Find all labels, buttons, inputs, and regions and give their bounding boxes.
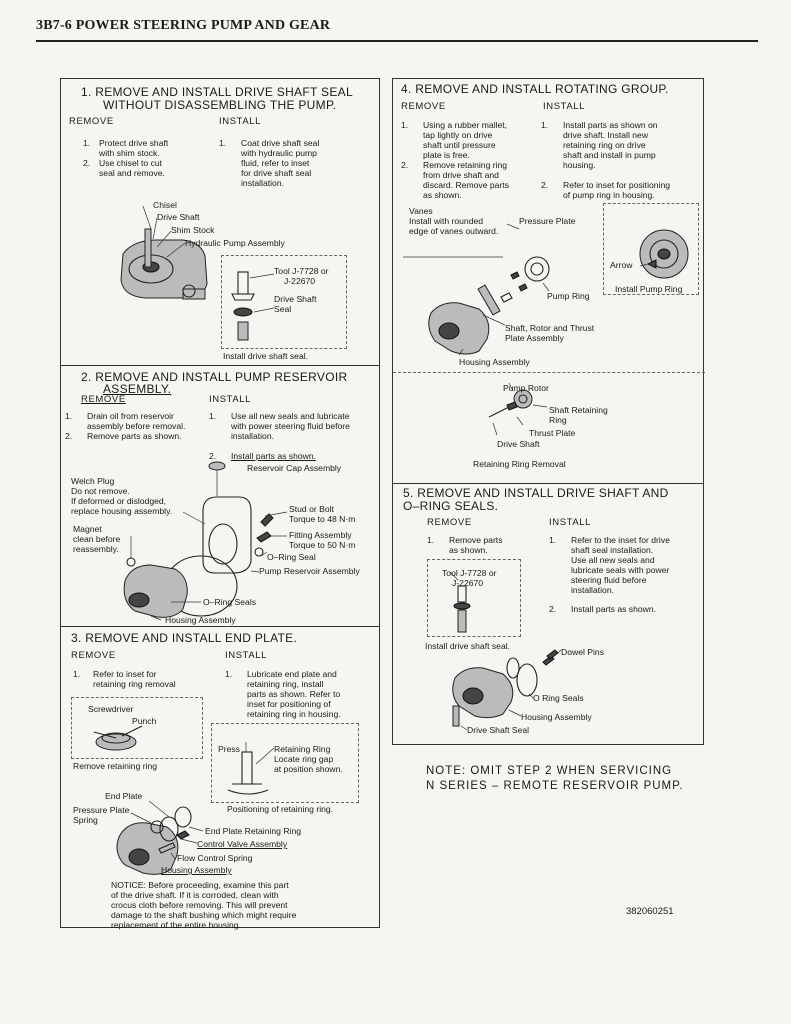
s2-reservoir-illustration [123, 461, 288, 621]
s1-inset-seal-label-2: Seal [274, 304, 292, 314]
s5-label-dowel-pins: Dowel Pins [561, 647, 604, 657]
s3-label-housing: Housing Assembly [161, 865, 232, 875]
s4-divider [393, 372, 705, 373]
header-rule [36, 40, 758, 42]
s3-label-press: Press [218, 744, 240, 754]
section-5-title-line2: O–RING SEALS. [403, 499, 499, 513]
s5-label-housing: Housing Assembly [521, 712, 592, 722]
s2-label-oring-seal: O–Ring Seal [267, 552, 316, 562]
s3-caption-positioning: Positioning of retaining ring. [227, 804, 334, 814]
s1-install-heading: INSTALL [219, 116, 262, 127]
s1-inset-tool-label: Tool J-7728 or [274, 266, 329, 276]
page-header: 3B7-6 POWER STEERING PUMP AND GEAR [36, 18, 331, 33]
section-4-panel: 4. REMOVE AND INSTALL ROTATING GROUP. RE… [392, 78, 705, 484]
s4-caption: Retaining Ring Removal [473, 459, 566, 469]
s1-remove-heading: REMOVE [69, 116, 114, 127]
s5-remove-heading: REMOVE [427, 517, 472, 528]
s3-label-end-plate: End Plate [105, 791, 143, 801]
s3-notice: NOTICE: Before proceeding, examine this … [111, 880, 297, 930]
s1-label-drive-shaft: Drive Shaft [157, 212, 200, 222]
s4-label-pump-ring: Pump Ring [547, 291, 590, 301]
s4-rotating-group-illustration [403, 223, 550, 436]
s3-label-flow-spring: Flow Control Spring [177, 853, 253, 863]
s5-inset-tool-label-2: J-22670 [452, 578, 484, 588]
s4-remove-heading: REMOVE [401, 101, 446, 112]
s3-install-heading: INSTALL [225, 650, 268, 661]
s2-label-housing: Housing Assembly [165, 615, 236, 625]
s4-caption-install-ring: Install Pump Ring [615, 284, 683, 294]
s5-install-heading: INSTALL [549, 517, 592, 528]
s3-positioning-icon [227, 742, 275, 795]
s3-remove-heading: REMOVE [71, 650, 116, 661]
section-2-panel: 2. REMOVE AND INSTALL PUMP RESERVOIR ASS… [60, 365, 380, 627]
s2-remove-heading: REMOVE [81, 394, 126, 405]
s4-label-thrust-plate: Thrust Plate [529, 428, 576, 438]
section-5-panel: 5. REMOVE AND INSTALL DRIVE SHAFT AND O–… [392, 483, 704, 745]
section-2-title-line2: ASSEMBLY. [103, 382, 172, 396]
s5-label-drive-shaft-seal: Drive Shaft Seal [467, 725, 530, 735]
s5-drive-shaft-illustration [452, 649, 562, 731]
s5-caption: Install drive shaft seal. [425, 641, 511, 651]
s4-label-housing: Housing Assembly [459, 357, 530, 367]
s4-label-pressure-plate: Pressure Plate [519, 216, 576, 226]
s3-inset-remove: Screwdriver Punch [71, 697, 203, 759]
s1-inset-tool-icon [231, 271, 275, 341]
s5-inset-tool-icon [449, 571, 471, 633]
section-5-title: 5. REMOVE AND INSTALL DRIVE SHAFT AND [403, 486, 669, 500]
s1-inset-tool-label-2: J-22670 [284, 276, 316, 286]
s3-end-plate-illustration [116, 800, 204, 875]
s3-label-punch: Punch [132, 716, 157, 726]
section-3-panel: 3. REMOVE AND INSTALL END PLATE. REMOVE … [60, 626, 380, 930]
s3-label-spring: Spring [73, 815, 98, 825]
s1-pump-illustration [120, 205, 208, 300]
s1-label-shim-stock: Shim Stock [171, 225, 215, 235]
s2-label-reservoir-cap: Reservoir Cap Assembly [247, 463, 342, 473]
s3-label-pressure-plate: Pressure Plate [73, 805, 130, 815]
s3-label-screwdriver: Screwdriver [88, 704, 134, 714]
s2-install-heading: INSTALL [209, 394, 252, 405]
s3-label-control-valve: Control Valve Assembly [197, 839, 288, 849]
section-2-title: 2. REMOVE AND INSTALL PUMP RESERVOIR [81, 370, 348, 384]
s1-caption: Install drive shaft seal. [223, 351, 309, 361]
s5-inset: Tool J-7728 or J-22670 [427, 559, 521, 637]
s4-pump-ring-icon [639, 229, 689, 279]
s5-label-oring-seals: O Ring Seals [533, 693, 584, 703]
section-1-title: 1. REMOVE AND INSTALL DRIVE SHAFT SEAL [81, 85, 353, 99]
s5-inset-tool-label: Tool J-7728 or [442, 568, 497, 578]
s4-label-drive-shaft: Drive Shaft [497, 439, 540, 449]
s1-inset-seal-label: Drive Shaft [274, 294, 317, 304]
section-4-title: 4. REMOVE AND INSTALL ROTATING GROUP. [401, 82, 669, 96]
document-number: 382060251 [626, 906, 674, 917]
s1-label-chisel: Chisel [153, 200, 177, 210]
s4-inset-pump-ring: Arrow [603, 203, 699, 295]
s1-inset: Tool J-7728 or J-22670 Drive Shaft Seal [221, 255, 347, 349]
section-1-panel: 1. REMOVE AND INSTALL DRIVE SHAFT SEAL W… [60, 78, 380, 366]
s2-label-reservoir: Pump Reservoir Assembly [259, 566, 360, 576]
s4-label-pump-rotor: Pump Rotor [503, 383, 549, 393]
s3-retaining-ring-icon [93, 725, 143, 751]
section-1-title-line2: WITHOUT DISASSEMBLING THE PUMP. [103, 98, 337, 112]
s3-label-ep-retaining-ring: End Plate Retaining Ring [205, 826, 302, 836]
s1-label-pump-assembly: Hydraulic Pump Assembly [185, 238, 285, 248]
section-3-title: 3. REMOVE AND INSTALL END PLATE. [71, 631, 298, 645]
s4-label-arrow: Arrow [610, 260, 633, 270]
s3-caption-remove: Remove retaining ring [73, 761, 158, 771]
s2-label-oring-seals: O–Ring Seals [203, 597, 257, 607]
s4-install-heading: INSTALL [543, 101, 586, 112]
